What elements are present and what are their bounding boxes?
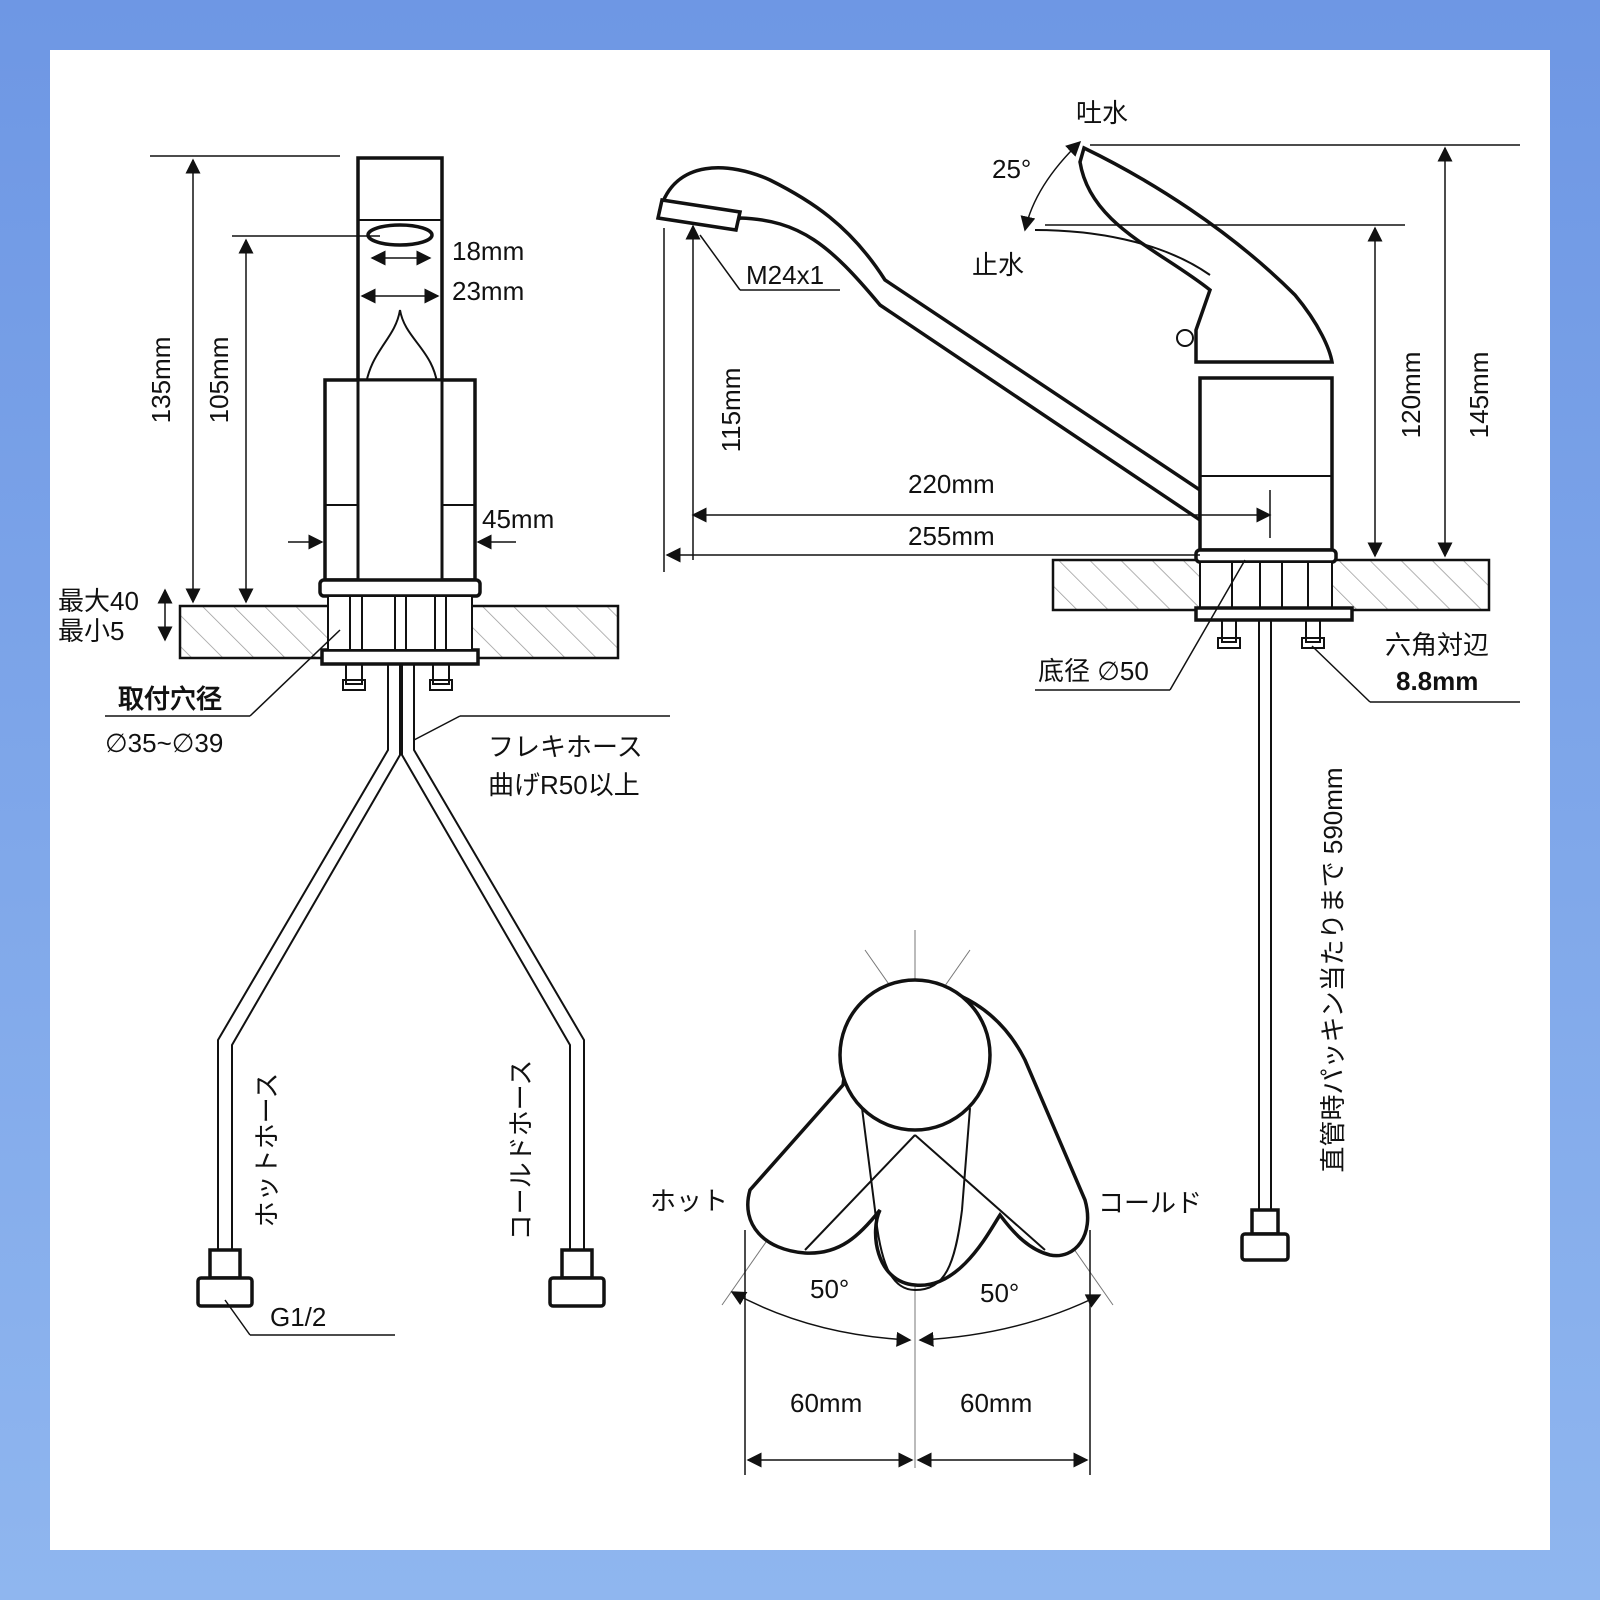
spout-thread: M24x1 xyxy=(746,260,824,290)
dim-105mm: 105mm xyxy=(204,337,234,424)
flex-hose-line2: 曲げR50以上 xyxy=(488,770,640,800)
top-cap xyxy=(838,978,992,1132)
top-view: ホット コールド 50° 50° 60mm 60mm xyxy=(650,930,1202,1475)
hot-fitting xyxy=(196,1276,254,1308)
width-left: 60mm xyxy=(790,1388,862,1418)
dim-115mm: 115mm xyxy=(716,368,746,453)
front-view: 135mm 105mm 18mm 23mm 45mm 最大40 最小5 取付穴径… xyxy=(58,155,670,1336)
hot-hose-label: ホットホース xyxy=(252,1073,282,1228)
dim-18mm: 18mm xyxy=(452,236,524,266)
hot-label: ホット xyxy=(650,1186,728,1216)
counter-max: 最大40 xyxy=(58,586,139,616)
mount-hole-label: 取付穴径 xyxy=(118,684,222,714)
side-body xyxy=(1198,376,1334,552)
side-spout xyxy=(657,166,1202,524)
dim-120mm: 120mm xyxy=(1396,352,1426,439)
hex-value: 8.8mm xyxy=(1396,666,1478,696)
cold-fitting xyxy=(548,1276,606,1308)
side-fitting xyxy=(1240,1232,1290,1262)
dim-145mm: 145mm xyxy=(1464,352,1494,439)
dim-255mm: 255mm xyxy=(908,521,995,551)
hot-hose-line xyxy=(217,664,389,1250)
mount-hole-value: ∅35~∅39 xyxy=(105,728,223,758)
diagram-panel: 135mm 105mm 18mm 23mm 45mm 最大40 最小5 取付穴径… xyxy=(50,50,1550,1550)
dim-23mm: 23mm xyxy=(452,276,524,306)
cold-hose-label: コールドホース xyxy=(506,1060,536,1241)
outlet-label: 吐水 xyxy=(1076,98,1128,128)
cold-hose-line xyxy=(401,664,571,1250)
base-diameter: 底径 ∅50 xyxy=(1038,656,1149,686)
cold-label: コールド xyxy=(1098,1188,1202,1218)
flex-hose-line1: フレキホース xyxy=(488,732,643,762)
faucet-drawing: 135mm 105mm 18mm 23mm 45mm 最大40 最小5 取付穴径… xyxy=(58,98,1520,1475)
aerator xyxy=(366,223,434,247)
width-right: 60mm xyxy=(960,1388,1032,1418)
side-view: 吐水 25° 止水 M24x1 115mm 120mm 145mm 220mm … xyxy=(655,98,1520,1262)
angle-right: 50° xyxy=(980,1278,1019,1308)
side-lever xyxy=(1078,145,1335,364)
dim-220mm: 220mm xyxy=(908,469,995,499)
counter-min: 最小5 xyxy=(58,616,124,646)
angle-left: 50° xyxy=(810,1274,849,1304)
stop-label: 止水 xyxy=(972,250,1024,280)
dim-135mm: 135mm xyxy=(146,337,176,424)
hose-length-label: 直管時パッキン当たりまで 590mm xyxy=(1318,767,1348,1172)
lever-angle: 25° xyxy=(992,154,1031,184)
thread-g12: G1/2 xyxy=(270,1302,326,1332)
hex-label: 六角対辺 xyxy=(1385,630,1489,660)
dim-45mm: 45mm xyxy=(482,504,554,534)
